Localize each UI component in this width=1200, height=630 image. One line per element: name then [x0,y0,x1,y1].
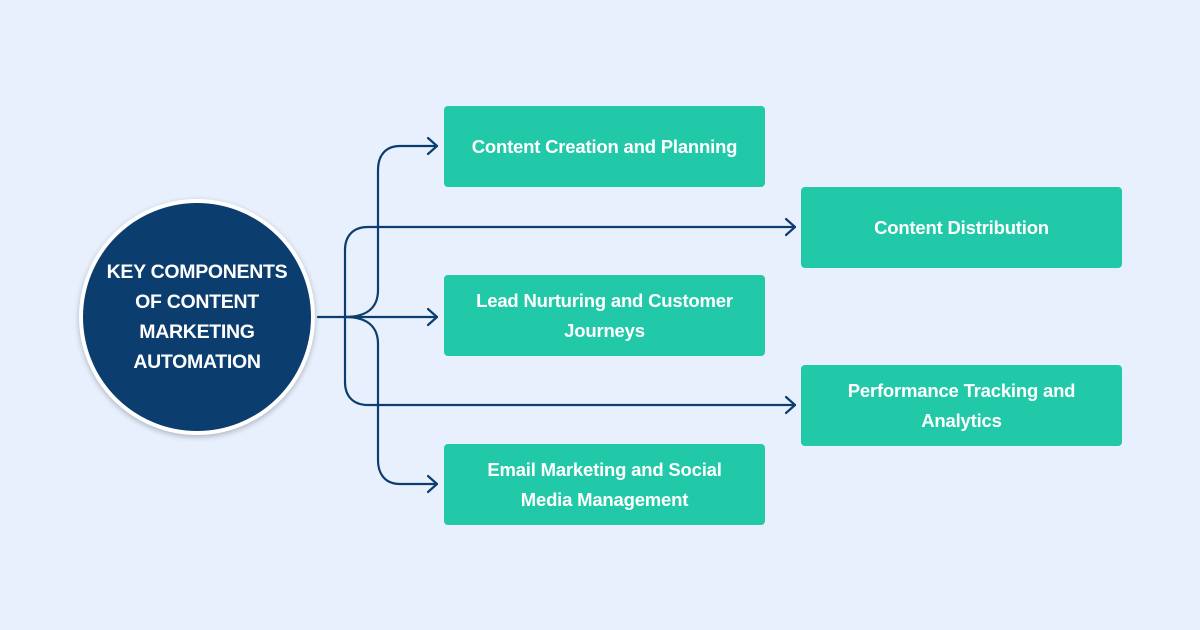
component-label: Email Marketing and Social Media Managem… [487,458,722,510]
arrowhead-performance-tracking [784,395,797,415]
component-label: Content Creation and Planning [471,135,738,157]
center-node-label: KEY COMPONENTS OF CONTENT MARKETING AUTO… [106,261,288,373]
component-box-content-distribution: Content Distribution [801,187,1122,268]
component-label: Content Distribution [874,216,1049,238]
component-label: Performance Tracking and Analytics [847,379,1076,431]
component-box-performance-tracking: Performance Tracking and Analytics [801,365,1122,446]
arrowhead-content-creation [426,136,439,156]
connector-to-content-distribution [343,225,797,319]
arrowhead-lead-nurturing [426,307,439,327]
component-label: Lead Nurturing and Customer Journeys [476,289,733,341]
arrowhead-email-marketing [426,474,439,494]
connector-to-performance-tracking [343,315,797,407]
connector-to-content-creation [343,144,439,319]
center-node: KEY COMPONENTS OF CONTENT MARKETING AUTO… [79,199,315,435]
arrowhead-content-distribution [784,217,797,237]
component-box-content-creation: Content Creation and Planning [444,106,765,187]
component-box-email-marketing: Email Marketing and Social Media Managem… [444,444,765,525]
component-box-lead-nurturing: Lead Nurturing and Customer Journeys [444,275,765,356]
connector-to-email-marketing [343,315,439,486]
